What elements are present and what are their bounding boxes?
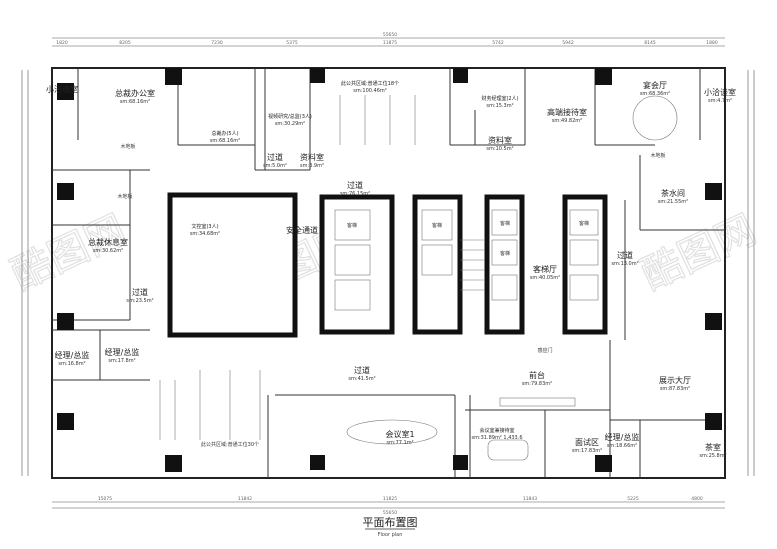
room-labels: 小洽谈室总裁办公室sm:68.16m²总裁办(5人)sm:68.16m²视频研究… [46,80,736,459]
room-name: 茶室 [705,442,721,452]
room-area: sm:3.9m² [300,163,324,169]
room-area: sm:30.62m² [93,248,123,254]
room-name: 客梯厅 [533,264,557,274]
outer-wall [51,67,726,479]
dim: 1820 [56,40,68,46]
furniture [159,95,678,461]
room-name: 前台 [529,370,545,380]
dim: 5942 [562,40,574,46]
room-name: 宴会厅 [643,80,667,90]
room-area: sm:40.05m² [530,275,560,281]
bottom-dimensions: 15075 11842 11825 11843 5225 4800 55650 [52,496,725,516]
room-name: 茶水间 [661,188,685,198]
room-area: sm:17.8m² [108,358,135,364]
room-area: sm:23.5m² [126,298,153,304]
room-name: 过道 [347,180,363,190]
columns [57,68,722,472]
room-name: 过道 [617,250,633,260]
note: 木地板 [120,143,135,150]
room-name: 展示大厅 [659,375,691,385]
note: 木地板 [117,193,132,200]
room-area: sm:4.7m² [708,98,732,104]
room-name: 面试区 [575,437,599,447]
room-name: 小洽谈室 [704,87,736,97]
room-name: 经理/总监 [605,432,640,442]
room-area: sm:34.68m² [190,231,220,237]
room-name: 文控室(3人) [191,223,218,230]
room-area: sm:77.1m² [386,440,413,446]
room-area: sm:21.55m² [658,199,688,205]
room-name: 资料室 [488,135,512,145]
room-name: 过道 [267,152,283,162]
dim: 1880 [706,40,718,46]
room-area: sm:41.5m² [348,376,375,382]
dim: 5225 [627,496,639,502]
note: 客梯 [347,222,357,229]
room-name: 经理/总监 [55,350,90,360]
room-area: sm:31.89m² 1,433.6 [471,435,522,441]
room-area: sm:68.16m² [120,99,150,105]
room-name: 安全通道 [286,225,318,235]
room-area: sm:5.0m² [263,163,287,169]
plan-title: 平面布置图 [363,516,418,529]
note: 客梯 [500,220,510,227]
room-name: 过道 [132,287,148,297]
room-name: 会议室1 [385,429,414,439]
dim: 11842 [238,496,252,502]
svg-text:酷图网: 酷图网 [635,207,763,299]
room-area: sm:17.83m² [572,448,602,454]
note: 木地板 [650,152,665,159]
dim: 5375 [286,40,298,46]
dim: 4800 [691,496,703,502]
room-name: 经理/总监 [105,347,140,357]
dim: 11843 [523,496,537,502]
room-area: sm:100.46m² [353,88,387,94]
dim: 11825 [383,496,397,502]
room-area: sm:49.82m² [552,118,582,124]
room-name: 总裁休息室 [88,237,128,247]
room-name: 财务经理室(2人) [481,95,518,102]
dim: 55650 [383,510,397,516]
room-area: sm:13.0m² [611,261,638,267]
note: 客梯 [500,250,510,257]
room-area: sm:30.29m² [275,121,305,127]
room-name: 资料室 [300,152,324,162]
room-name: 过道 [354,365,370,375]
room-area: sm:16.8m² [58,361,85,367]
room-area: sm:68.36m² [640,91,670,97]
notes: 木地板 木地板 木地板 此公共区域:普通工位30个 感应门 客梯 客梯 客梯 客… [117,143,665,448]
dim: 5742 [492,40,504,46]
room-walls [52,68,725,478]
room-area: sm:68.16m² [210,138,240,144]
room-area: sm:10.5m² [486,146,513,152]
room-area: sm:18.66m² [607,443,637,449]
room-name: 视频研究/总监(3人) [268,113,312,120]
dim: 15075 [98,496,112,502]
room-area: sm:87.83m² [660,386,690,392]
dim: 7230 [211,40,223,46]
note: 此公共区域:普通工位30个 [201,441,259,448]
top-dimensions: 55650 1820 8205 7230 5375 11875 5742 594… [52,32,725,47]
room-name: 总裁办(5人) [211,130,238,137]
room-name: 小洽谈室 [46,84,78,94]
plan-subtitle: Floor plan [378,532,403,538]
dim: 11875 [383,40,397,46]
dim: 8205 [119,40,131,46]
room-area: sm:25.8m² [699,453,726,459]
note: 感应门 [537,347,552,354]
room-name: 总裁办公室 [115,88,155,98]
top-overall: 55650 [383,32,397,38]
room-name: 高端接待室 [547,107,587,117]
room-area: sm:15.3m² [486,103,513,109]
room-name: 会议室兼接待室 [479,427,514,434]
room-area: sm:79.83m² [522,381,552,387]
note: 客梯 [432,222,442,229]
room-area: sm:76.15m² [340,191,370,197]
note: 客梯 [579,220,589,227]
dim: 8145 [644,40,656,46]
building-core [167,192,608,338]
room-name: 此公共区域:普通工位18个 [341,80,399,87]
